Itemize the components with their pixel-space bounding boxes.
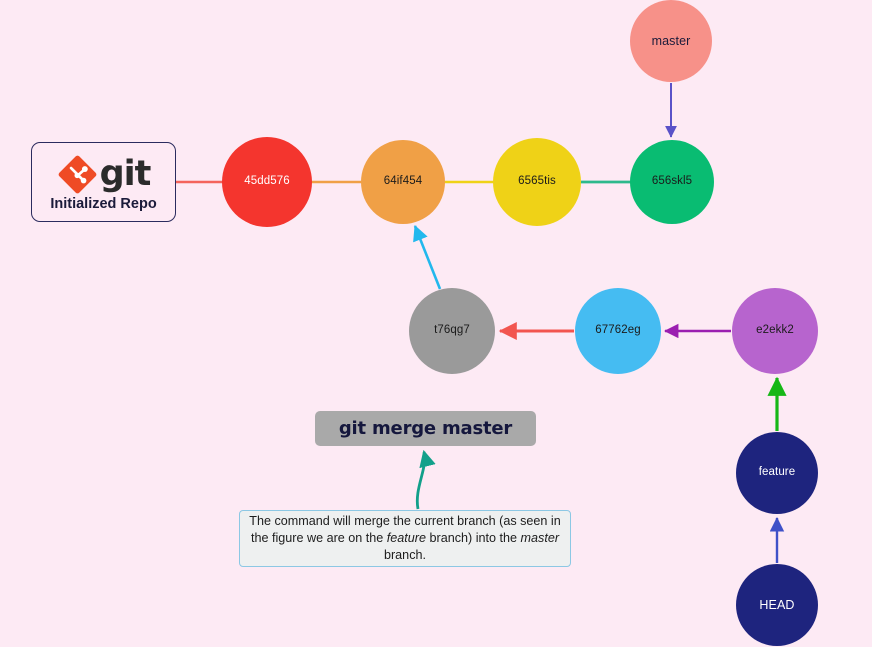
git-command-banner[interactable]: git merge master: [315, 411, 536, 446]
edge-annotation-to-command: [415, 449, 436, 510]
git-command-text: git merge master: [338, 418, 513, 439]
commit-node-label: t76qg7: [434, 324, 470, 337]
commit-node-c45dd576[interactable]: 45dd576: [222, 137, 312, 227]
commit-node-c6565tis[interactable]: 6565tis: [493, 138, 581, 226]
annotation-text: The command will merge the current branc…: [249, 513, 561, 563]
commit-node-label: master: [651, 33, 691, 48]
commit-node-c64if454[interactable]: 64if454: [361, 140, 445, 224]
commit-node-c656skl5[interactable]: 656skl5: [630, 140, 714, 224]
commit-node-ct76qg7[interactable]: t76qg7: [409, 288, 495, 374]
edge-t76qg7-to-64if454: [413, 225, 442, 290]
initialized-repo-card: git Initialized Repo: [31, 142, 176, 222]
commit-node-feature[interactable]: feature: [736, 432, 818, 514]
commit-node-label: e2ekk2: [756, 324, 794, 337]
git-brand-row: git: [57, 153, 151, 196]
commit-node-label: 656skl5: [651, 175, 693, 188]
repo-caption: Initialized Repo: [50, 195, 157, 212]
git-wordmark: git: [99, 153, 152, 194]
annotation-callout: The command will merge the current branc…: [239, 510, 571, 567]
commit-node-label: 45dd576: [244, 175, 290, 188]
commit-node-label: HEAD: [759, 597, 795, 612]
commit-node-label: feature: [758, 466, 796, 479]
commit-node-label: 67762eg: [595, 324, 641, 337]
git-logo-icon: [57, 154, 98, 195]
commit-node-head[interactable]: HEAD: [736, 564, 818, 646]
commit-node-master[interactable]: master: [630, 0, 712, 82]
commit-node-c67762eg[interactable]: 67762eg: [575, 288, 661, 374]
commit-node-label: 64if454: [383, 175, 423, 188]
commit-node-label: 6565tis: [518, 175, 556, 188]
commit-node-ce2ekk2[interactable]: e2ekk2: [732, 288, 818, 374]
